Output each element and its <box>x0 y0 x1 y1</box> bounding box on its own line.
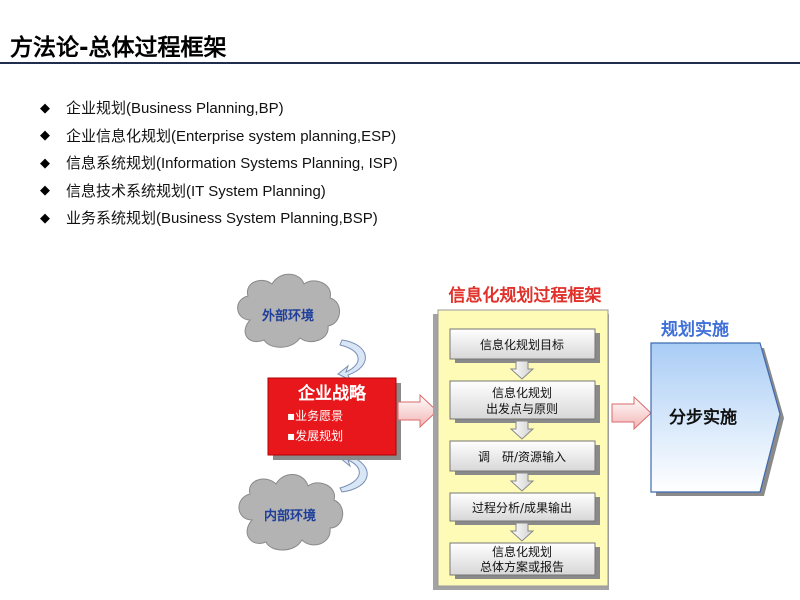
step-box <box>449 492 596 522</box>
step-label: 信息化规划目标 <box>480 337 564 352</box>
external-environment-cloud: 外部环境 <box>237 273 340 348</box>
diamond-bullet-icon: ◆ <box>40 99 50 115</box>
diamond-bullet-icon: ◆ <box>40 127 50 143</box>
diamond-bullet-icon: ◆ <box>40 182 50 198</box>
framework-step: 过程分析/成果输出 <box>449 492 600 525</box>
step-box <box>449 380 596 420</box>
strategy-item: ▪业务愿景 <box>287 408 343 423</box>
right-arrow-icon <box>397 393 438 429</box>
list-item-text: 企业规划(Business Planning,BP) <box>66 100 284 118</box>
list-item: ◆ 业务系统规划(Business System Planning,BSP) <box>40 204 398 232</box>
list-item-text: 业务系统规划(Business System Planning,BSP) <box>66 210 378 228</box>
curved-arrow-icon <box>337 339 366 382</box>
down-arrow-icon <box>509 420 535 440</box>
right-arrow-icon <box>611 395 652 431</box>
enterprise-strategy-box: 企业战略 ▪业务愿景 ▪发展规划 <box>267 377 401 460</box>
down-arrow-icon <box>509 522 535 542</box>
list-item-text: 信息技术系统规划(IT System Planning) <box>66 182 326 200</box>
list-item: ◆ 企业规划(Business Planning,BP) <box>40 94 398 122</box>
down-arrow-icon <box>509 360 535 380</box>
page-title: 方法论-总体过程框架 <box>10 35 227 61</box>
internal-environment-label: 内部环境 <box>264 508 316 524</box>
list-item: ◆ 信息系统规划(Information Systems Planning, IS… <box>40 149 398 177</box>
step-box <box>449 440 596 472</box>
down-arrow-icon <box>509 472 535 492</box>
title-divider <box>0 62 800 64</box>
cloud-shape <box>237 273 340 348</box>
step-label: 信息化规划 <box>492 544 552 559</box>
framework-title: 信息化规划过程框架 <box>449 285 602 306</box>
framework-step: 信息化规划目标 <box>449 328 600 363</box>
bullet-list: ◆ 企业规划(Business Planning,BP) ◆ 企业信息化规划(Ent… <box>40 94 398 232</box>
list-item-text: 企业信息化规划(Enterprise system planning,ESP) <box>66 127 397 145</box>
step-label: 调 研/资源输入 <box>478 449 566 464</box>
step-label: 出发点与原则 <box>486 401 558 416</box>
step-box <box>449 328 596 360</box>
step-label: 总体方案或报告 <box>480 559 564 574</box>
strategy-item: ▪发展规划 <box>287 428 343 443</box>
cloud-shape <box>238 474 344 551</box>
implementation-label: 分步实施 <box>669 407 737 428</box>
list-item-text: 信息系统规划(Information Systems Planning, ISP… <box>66 155 398 173</box>
diamond-bullet-icon: ◆ <box>40 209 50 225</box>
strategy-box-shape <box>267 377 397 456</box>
framework-step: 信息化规划 总体方案或报告 <box>449 542 600 579</box>
framework-step: 信息化规划 出发点与原则 <box>449 380 600 423</box>
implementation-chevron <box>650 342 781 493</box>
step-label: 信息化规划 <box>492 385 552 400</box>
external-environment-label: 外部环境 <box>261 308 314 324</box>
implementation-title: 规划实施 <box>661 319 729 340</box>
list-item: ◆ 信息技术系统规划(IT System Planning) <box>40 177 398 205</box>
internal-environment-cloud: 内部环境 <box>238 474 344 551</box>
list-item: ◆ 企业信息化规划(Enterprise system planning,ESP) <box>40 122 398 150</box>
diamond-bullet-icon: ◆ <box>40 154 50 170</box>
framework-step: 调 研/资源输入 <box>449 440 600 475</box>
strategy-title: 企业战略 <box>297 383 367 404</box>
step-label: 过程分析/成果输出 <box>472 500 572 515</box>
step-box <box>449 542 596 576</box>
